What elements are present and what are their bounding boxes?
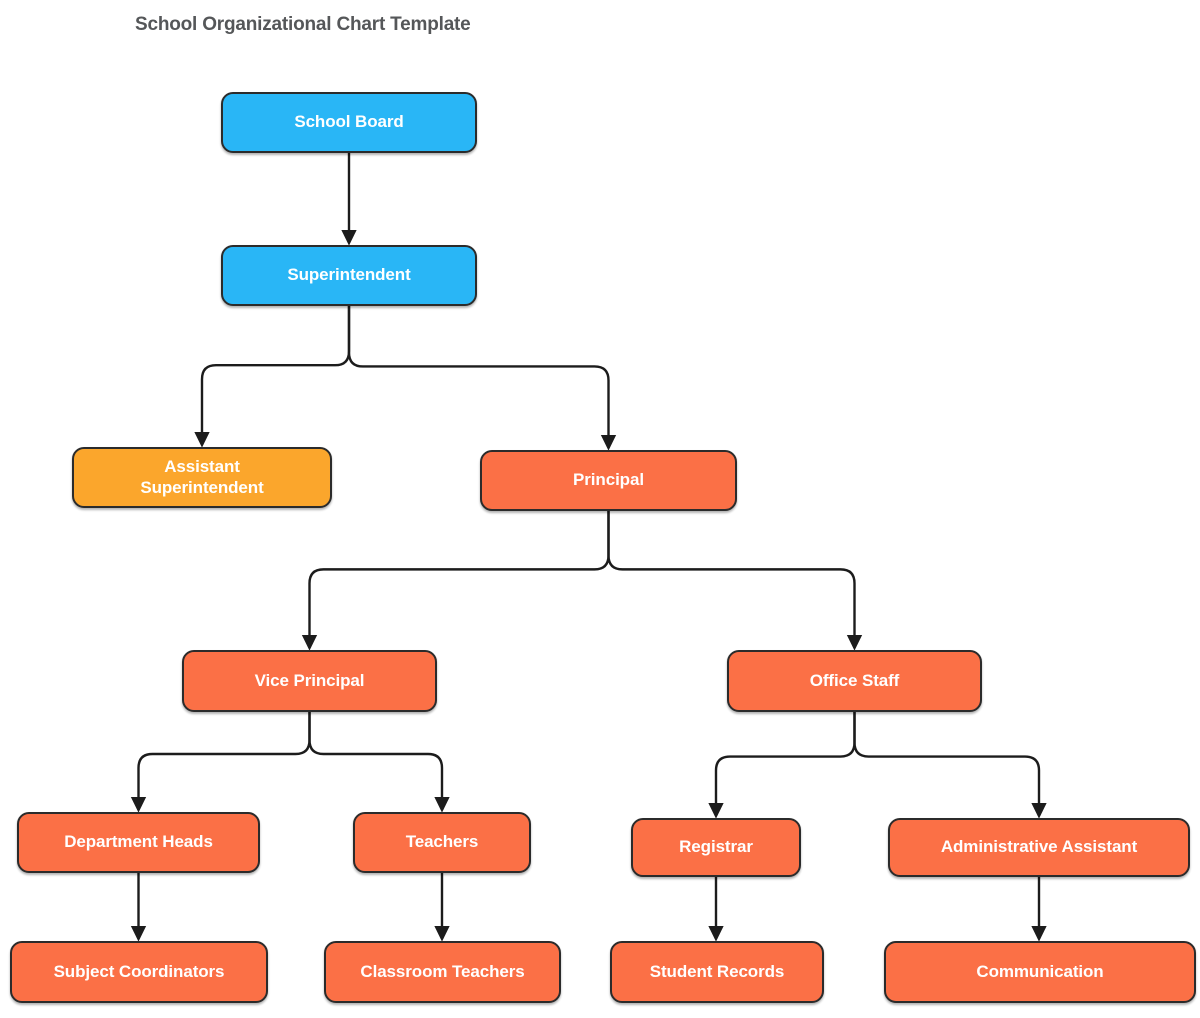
org-node-registrar[interactable]: Registrar bbox=[631, 818, 801, 877]
org-node-label: Superintendent bbox=[287, 265, 411, 285]
org-node-label: Communication bbox=[976, 961, 1104, 981]
org-edge-principal-to-vice-principal bbox=[301, 511, 610, 651]
org-node-communication[interactable]: Communication bbox=[884, 941, 1196, 1003]
org-node-student-records[interactable]: Student Records bbox=[610, 941, 824, 1003]
org-edge-office-staff-to-registrar bbox=[708, 712, 856, 819]
org-node-assistant-superintendent[interactable]: Assistant Superintendent bbox=[72, 447, 332, 508]
org-node-school-board[interactable]: School Board bbox=[221, 92, 477, 153]
org-node-department-heads[interactable]: Department Heads bbox=[17, 812, 260, 873]
org-node-label: Student Records bbox=[649, 961, 785, 981]
org-node-label: Subject Coordinators bbox=[53, 961, 225, 981]
org-node-subject-coordinators[interactable]: Subject Coordinators bbox=[10, 941, 268, 1003]
org-node-label: Registrar bbox=[679, 837, 753, 857]
org-edge-vice-principal-to-department-heads bbox=[130, 712, 311, 813]
org-node-label: Principal bbox=[573, 470, 644, 490]
org-node-vice-principal[interactable]: Vice Principal bbox=[182, 650, 437, 712]
org-edge-vice-principal-to-teachers bbox=[308, 712, 450, 813]
org-node-label: Vice Principal bbox=[254, 670, 365, 690]
org-node-label: Department Heads bbox=[64, 832, 213, 852]
org-node-label: Administrative Assistant bbox=[940, 837, 1138, 857]
org-node-superintendent[interactable]: Superintendent bbox=[221, 245, 477, 306]
org-node-administrative-assistant[interactable]: Administrative Assistant bbox=[888, 818, 1190, 877]
org-edge-superintendent-to-assistant-superintendent bbox=[194, 306, 351, 448]
org-node-principal[interactable]: Principal bbox=[480, 450, 737, 511]
org-node-teachers[interactable]: Teachers bbox=[353, 812, 531, 873]
page-title: School Organizational Chart Template bbox=[135, 14, 471, 35]
org-edge-principal-to-office-staff bbox=[607, 511, 863, 651]
org-edge-superintendent-to-principal bbox=[347, 306, 617, 451]
org-node-label: School Board bbox=[294, 112, 404, 132]
org-node-label: Teachers bbox=[405, 832, 479, 852]
org-edge-office-staff-to-administrative-assistant bbox=[853, 712, 1047, 819]
org-node-classroom-teachers[interactable]: Classroom Teachers bbox=[324, 941, 561, 1003]
org-node-office-staff[interactable]: Office Staff bbox=[727, 650, 982, 712]
org-node-label: Assistant Superintendent bbox=[140, 456, 264, 497]
org-node-label: Office Staff bbox=[809, 670, 900, 690]
org-node-label: Classroom Teachers bbox=[360, 961, 525, 981]
